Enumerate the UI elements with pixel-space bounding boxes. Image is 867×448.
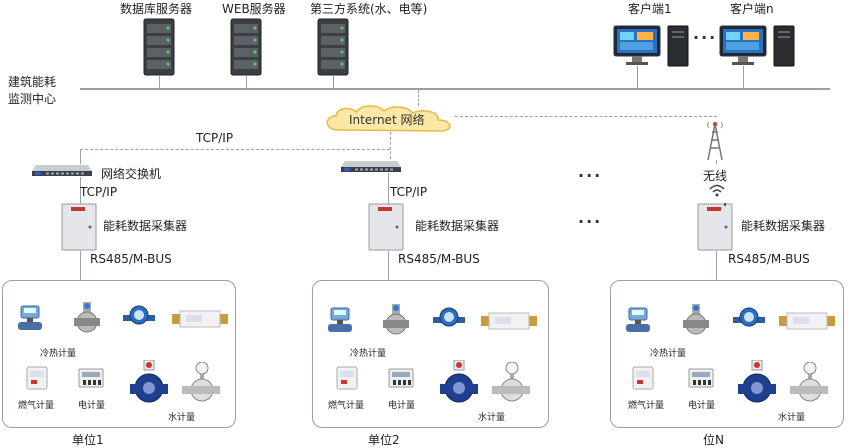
client-label-1: 客户端1 bbox=[628, 2, 672, 16]
flow-meter-icon bbox=[74, 302, 100, 333]
unitn-collector-label: 能耗数据采集器 bbox=[741, 219, 826, 233]
server-label-thirdparty: 第三方系统(水、电等) bbox=[310, 2, 428, 16]
unit2-collector-label: 能耗数据采集器 bbox=[415, 219, 500, 233]
connector bbox=[743, 66, 744, 88]
tcp-ip-top-label: TCP/IP bbox=[196, 131, 234, 145]
gas-meter-icon bbox=[26, 366, 48, 390]
flow-meter-icon bbox=[683, 304, 709, 335]
unitn-name: 位N bbox=[703, 433, 724, 447]
gas-meter-icon bbox=[336, 366, 358, 390]
unit1-tcp-label: TCP/IP bbox=[80, 185, 118, 199]
connector bbox=[390, 132, 391, 164]
thirdparty-server-icon bbox=[317, 18, 349, 76]
connector bbox=[246, 76, 247, 88]
unit2-box bbox=[312, 280, 549, 428]
wireless-label: 无线 bbox=[703, 169, 728, 183]
internet-label: Internet 网络 bbox=[349, 113, 425, 127]
water-meter-icon bbox=[433, 307, 465, 327]
connector bbox=[418, 90, 419, 106]
client-ellipsis: ··· bbox=[693, 28, 718, 47]
flow-meter-icon bbox=[383, 304, 409, 335]
heat-meter-icon bbox=[18, 305, 42, 330]
unit1-collector-icon bbox=[61, 203, 97, 251]
connector bbox=[716, 160, 717, 164]
connector bbox=[80, 149, 81, 164]
unitn-box bbox=[610, 280, 844, 428]
unitn-water-label: 水计量 bbox=[778, 413, 806, 423]
gas-meter-icon bbox=[632, 366, 654, 390]
unit2-gas-label: 燃气计量 bbox=[328, 401, 365, 411]
unit1-gas-label: 燃气计量 bbox=[18, 401, 55, 411]
electromagnetic-flowmeter-icon bbox=[130, 360, 168, 403]
connector bbox=[388, 251, 389, 281]
heat-meter-icon bbox=[626, 307, 650, 332]
connector bbox=[716, 251, 717, 281]
ultrasonic-meter-icon bbox=[779, 312, 835, 330]
client-1-computer-icon bbox=[613, 25, 689, 67]
server-label-database: 数据库服务器 bbox=[120, 2, 193, 16]
unit1-water-label: 水计量 bbox=[168, 413, 196, 423]
unit1-box bbox=[2, 280, 236, 428]
ultrasonic-meter-icon bbox=[481, 312, 537, 330]
ellipsis-mid: ··· bbox=[578, 212, 603, 231]
ellipsis-top: ··· bbox=[578, 166, 603, 185]
client-label-n: 客户端n bbox=[730, 2, 774, 16]
unitn-elec-label: 电计量 bbox=[688, 401, 716, 411]
unit1-heat-label: 冷热计量 bbox=[40, 349, 77, 359]
database-server-icon bbox=[143, 18, 175, 76]
backbone-line bbox=[80, 88, 830, 90]
connector bbox=[80, 251, 81, 281]
unit1-name: 单位1 bbox=[72, 433, 104, 447]
ultrasonic-meter-icon bbox=[172, 310, 228, 328]
server-label-web: WEB服务器 bbox=[222, 2, 286, 16]
unit2-heat-label: 冷热计量 bbox=[350, 349, 387, 359]
internet-cloud-icon bbox=[326, 105, 451, 132]
unitn-gas-label: 燃气计量 bbox=[628, 401, 665, 411]
unit2-elec-label: 电计量 bbox=[388, 401, 416, 411]
client-n-computer-icon bbox=[719, 25, 795, 67]
unit2-name: 单位2 bbox=[368, 433, 400, 447]
center-label-line1: 建筑能耗 bbox=[8, 75, 57, 89]
connector bbox=[80, 177, 81, 204]
electric-meter-icon bbox=[688, 368, 714, 388]
connector bbox=[80, 149, 390, 150]
vortex-flowmeter-icon bbox=[790, 362, 828, 402]
electric-meter-icon bbox=[78, 368, 104, 388]
connector bbox=[455, 116, 717, 117]
electromagnetic-flowmeter-icon bbox=[440, 360, 478, 403]
water-meter-icon bbox=[733, 307, 765, 327]
network-switch-icon bbox=[32, 165, 92, 176]
center-label-line2: 监测中心 bbox=[8, 92, 57, 106]
unitn-collector-icon bbox=[697, 203, 733, 251]
connector bbox=[637, 66, 638, 88]
unit2-bus-label: RS485/M-BUS bbox=[398, 252, 480, 266]
connector bbox=[333, 76, 334, 88]
electric-meter-icon bbox=[388, 368, 414, 388]
vortex-flowmeter-icon bbox=[182, 362, 220, 402]
web-server-icon bbox=[230, 18, 262, 76]
unit2-water-label: 水计量 bbox=[478, 413, 506, 423]
switch-label: 网络交换机 bbox=[101, 167, 162, 181]
unit2-collector-icon bbox=[368, 203, 404, 251]
water-meter-icon bbox=[123, 305, 155, 325]
connector bbox=[159, 76, 160, 88]
unitn-heat-label: 冷热计量 bbox=[650, 349, 687, 359]
antenna-tower-icon bbox=[707, 121, 723, 161]
vortex-flowmeter-icon bbox=[492, 362, 530, 402]
unit2-tcp-label: TCP/IP bbox=[390, 185, 428, 199]
network-switch-icon bbox=[341, 161, 401, 172]
connector bbox=[388, 173, 389, 204]
electromagnetic-flowmeter-icon bbox=[738, 360, 776, 403]
unit1-collector-label: 能耗数据采集器 bbox=[103, 219, 188, 233]
unit1-elec-label: 电计量 bbox=[78, 401, 106, 411]
unitn-bus-label: RS485/M-BUS bbox=[728, 252, 810, 266]
unit1-bus-label: RS485/M-BUS bbox=[90, 252, 172, 266]
wifi-icon bbox=[709, 184, 725, 197]
heat-meter-icon bbox=[328, 307, 352, 332]
